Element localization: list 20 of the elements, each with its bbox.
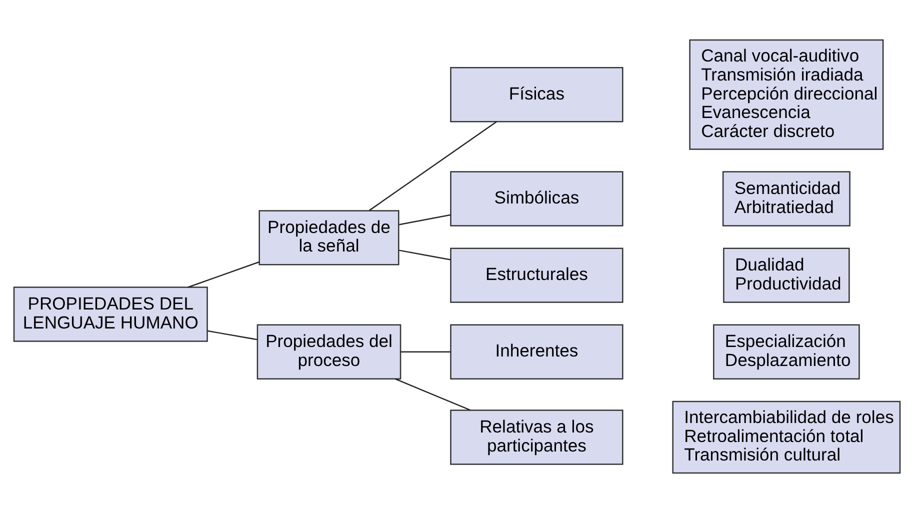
node-box: Simbólicas [450, 170, 624, 226]
connector [188, 260, 260, 288]
node-box: PROPIEDADES DEL LENGUAJE HUMANO [13, 286, 208, 342]
connector [368, 120, 497, 210]
node-box: Propiedades de la señal [258, 210, 400, 265]
node-box: Inherentes [450, 324, 624, 379]
node-box: Intercambiabilidad de roles Retroalimentación total Transmisión cultural [672, 400, 901, 474]
node-box: Propiedades del proceso [256, 324, 402, 379]
node-box: Canal vocal-auditivo Transmisión iradiada Percepción direccional Evanescencia Carácter discreto [689, 38, 884, 150]
node-box: Físicas [450, 66, 624, 122]
connector [399, 214, 451, 225]
node-box: Relativas a los participantes [450, 409, 624, 464]
connector [400, 350, 451, 352]
node-box: Especialización Desplazamiento [713, 324, 860, 379]
connector [207, 330, 258, 340]
connector [399, 249, 451, 260]
node-box: Dualidad Productividad [723, 247, 850, 302]
node-box: Estructurales [450, 247, 624, 302]
node-box: Semanticidad Arbitratiedad [722, 170, 850, 226]
connector [394, 378, 470, 410]
